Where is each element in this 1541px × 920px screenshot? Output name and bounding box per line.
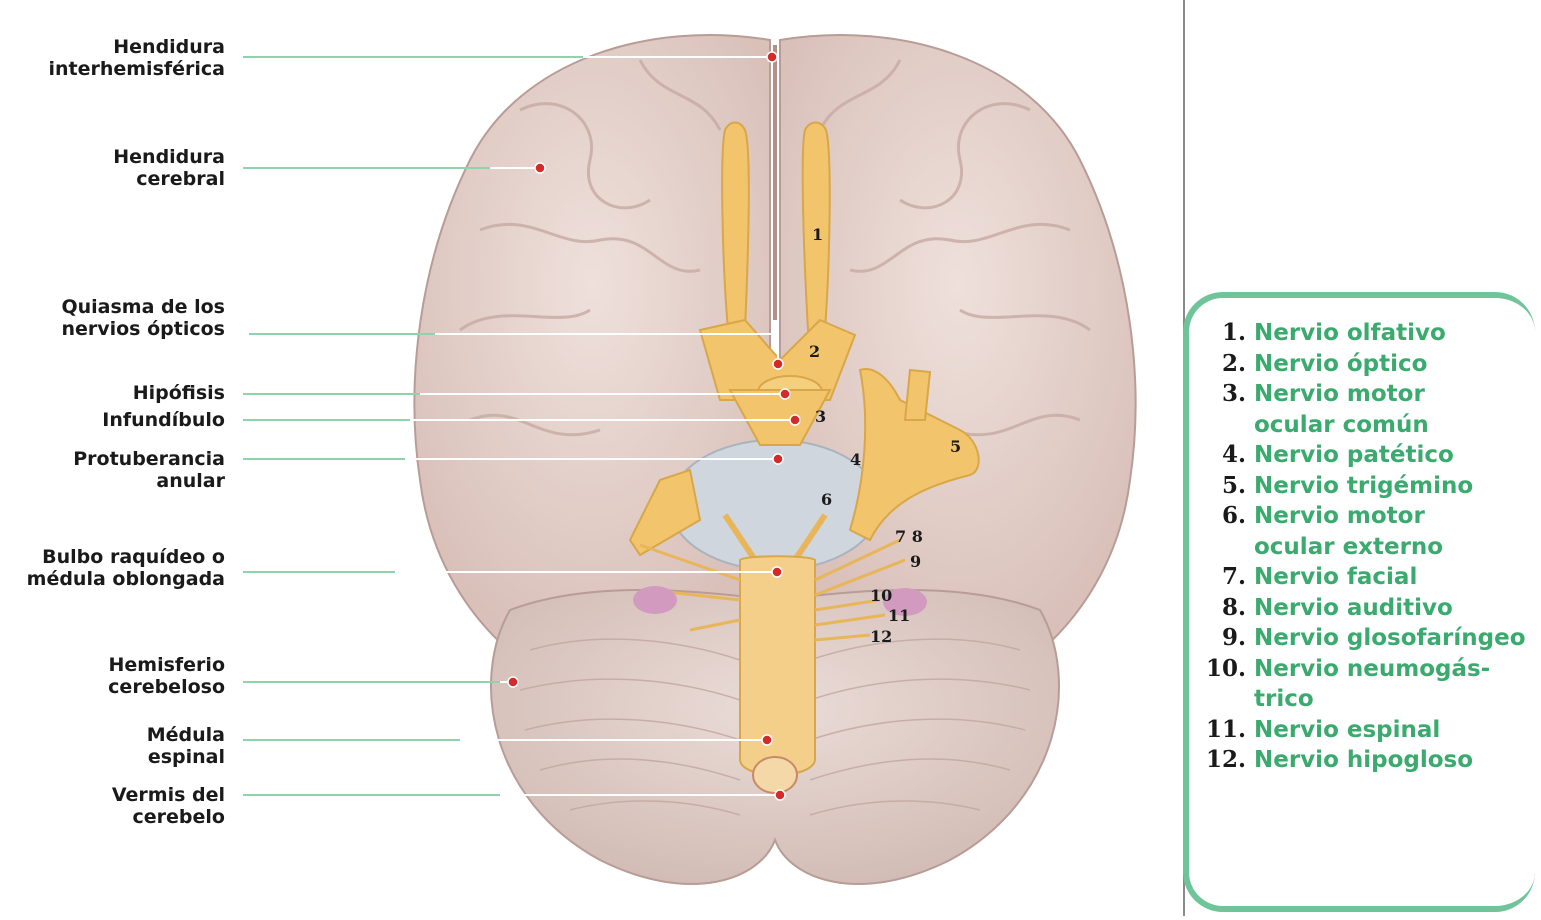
medulla (740, 556, 815, 775)
dot-infundibulum (790, 415, 800, 425)
legend-item-3: 3. Nervio motor ocular común (1198, 379, 1538, 440)
legend-item-10: 10. Nervio neumogás-trico (1198, 654, 1538, 715)
legend-item-6: 6. Nervio motor ocular externo (1198, 501, 1538, 562)
nerve-number-10: 10 (870, 586, 892, 605)
legend-number: 4. (1198, 440, 1246, 471)
nerve-number-2: 2 (809, 342, 820, 361)
legend-number: 8. (1198, 593, 1246, 624)
label-infundibulum: Infundíbulo (102, 409, 225, 431)
nerve-number-5: 5 (950, 437, 961, 456)
legend-number: 12. (1198, 745, 1246, 776)
dot-medulla (772, 567, 782, 577)
dot-chiasm (773, 359, 783, 369)
nerve-number-1: 1 (812, 225, 823, 244)
label-pons: Protuberancia anular (73, 448, 225, 492)
nerve-number-3: 3 (815, 407, 826, 426)
label-spinal-cord: Médula espinal (147, 724, 225, 768)
label-optic-chiasm: Quiasma de los nervios ópticos (61, 296, 225, 340)
nerve-number-6: 6 (821, 490, 832, 509)
dot-spinal-cord (762, 735, 772, 745)
nerve-number-4: 4 (850, 450, 861, 469)
legend-text: Nervio auditivo (1254, 595, 1453, 621)
label-vermis: Vermis del cerebelo (112, 784, 225, 828)
legend-text-continued: ocular común (1198, 410, 1538, 441)
legend-item-12: 12. Nervio hipogloso (1198, 745, 1538, 776)
legend-text: Nervio espinal (1254, 717, 1440, 743)
legend-text: Nervio patético (1254, 442, 1454, 468)
legend-number: 6. (1198, 501, 1246, 532)
legend-item-11: 11. Nervio espinal (1198, 715, 1538, 746)
legend-item-8: 8. Nervio auditivo (1198, 593, 1538, 624)
label-pituitary: Hipófisis (133, 382, 225, 404)
legend-number: 10. (1198, 654, 1246, 685)
legend-text-continued: ocular externo (1198, 532, 1538, 563)
label-cerebral-fissure: Hendidura cerebral (113, 146, 225, 190)
cranial-nerves-legend: 1. Nervio olfativo 2. Nervio óptico 3. Nervio… (1198, 318, 1538, 776)
label-cerebellar-hemisphere: Hemisferio cerebeloso (108, 654, 225, 698)
trigeminal-branch (905, 370, 930, 420)
dot-pons (773, 454, 783, 464)
dot-cerebellar-hemisphere (508, 677, 518, 687)
spinal-cord-section (753, 757, 797, 793)
legend-item-9: 9. Nervio glosofaríngeo (1198, 623, 1538, 654)
legend-text: Nervio óptico (1254, 351, 1427, 377)
legend-item-7: 7. Nervio facial (1198, 562, 1538, 593)
legend-text-continued: trico (1198, 684, 1538, 715)
legend-item-2: 2. Nervio óptico (1198, 349, 1538, 380)
legend-text: Nervio olfativo (1254, 320, 1446, 346)
legend-number: 7. (1198, 562, 1246, 593)
legend-number: 5. (1198, 471, 1246, 502)
legend-number: 11. (1198, 715, 1246, 746)
label-medulla-oblongata: Bulbo raquídeo o médula oblongada (27, 546, 225, 590)
dot-interhemispheric (767, 52, 777, 62)
dot-vermis (775, 790, 785, 800)
label-interhemispheric-fissure: Hendidura interhemisférica (48, 36, 225, 80)
nerve-number-7-8: 7 8 (895, 527, 923, 546)
legend-text: Nervio trigémino (1254, 473, 1473, 499)
left-flocculus (633, 586, 677, 614)
legend-text: Nervio motor (1254, 381, 1425, 407)
legend-item-5: 5. Nervio trigémino (1198, 471, 1538, 502)
legend-text: Nervio neumogás- (1254, 656, 1490, 682)
legend-number: 1. (1198, 318, 1246, 349)
dot-cerebral (535, 163, 545, 173)
legend-item-4: 4. Nervio patético (1198, 440, 1538, 471)
legend-text: Nervio motor (1254, 503, 1425, 529)
legend-text: Nervio hipogloso (1254, 747, 1473, 773)
dot-pituitary (780, 389, 790, 399)
legend-number: 9. (1198, 623, 1246, 654)
nerve-number-11: 11 (888, 606, 910, 625)
legend-text: Nervio glosofaríngeo (1254, 625, 1526, 651)
legend-item-1: 1. Nervio olfativo (1198, 318, 1538, 349)
nerve-number-12: 12 (870, 627, 892, 646)
legend-number: 3. (1198, 379, 1246, 410)
legend-text: Nervio facial (1254, 564, 1417, 590)
nerve-number-9: 9 (910, 552, 921, 571)
legend-number: 2. (1198, 349, 1246, 380)
